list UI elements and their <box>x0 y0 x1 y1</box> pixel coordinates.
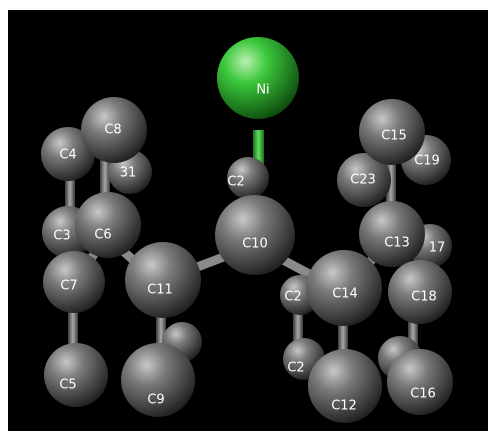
atom-label-c9: C9 <box>147 393 164 408</box>
atom-label-c18: C18 <box>411 290 437 305</box>
atom-c2a[interactable]: C2 <box>227 157 269 199</box>
atom-label-c16: C16 <box>410 387 436 402</box>
atom-label-c19: C19 <box>414 154 440 169</box>
atoms: 31 C4 C19 C23 C2 C8 <box>41 37 453 423</box>
atom-label-c13: C13 <box>384 236 410 251</box>
atom-label-c23: C23 <box>350 173 376 188</box>
bond-c11-c9 <box>156 305 166 365</box>
bond-c8-c6 <box>100 150 110 210</box>
atom-c16[interactable]: C16 <box>387 349 453 415</box>
atom-c18[interactable]: C18 <box>388 260 452 324</box>
atom-c7[interactable]: C7 <box>43 251 105 313</box>
bond-c18-c16 <box>408 300 418 360</box>
bond-c14-c12 <box>338 310 348 370</box>
bond-c15-c13 <box>386 160 396 220</box>
atom-c10[interactable]: C10 <box>215 195 295 275</box>
atom-c23[interactable]: C23 <box>337 153 391 207</box>
atom-c5[interactable]: C5 <box>44 343 108 407</box>
molecule-viewport[interactable]: 31 C4 C19 C23 C2 C8 <box>8 10 488 431</box>
atom-label-c11: C11 <box>147 283 173 298</box>
atom-label-ni: Ni <box>256 83 269 98</box>
bond-c2c-c12 <box>293 310 303 350</box>
atom-label-c6: C6 <box>94 228 111 243</box>
atom-label-c2b: C2 <box>284 290 301 305</box>
atom-label-c2c: C2 <box>287 361 304 376</box>
atom-label-c15: C15 <box>381 129 407 144</box>
atom-label-c4: C4 <box>59 148 76 163</box>
atom-c11[interactable]: C11 <box>125 242 201 318</box>
atom-label-c17: 17 <box>429 241 446 256</box>
bond-c7-c5 <box>68 300 78 360</box>
atom-label-c7: C7 <box>60 279 77 294</box>
atom-ni[interactable]: Ni <box>217 37 299 119</box>
atom-c4[interactable]: C4 <box>41 127 95 181</box>
atom-label-c2a: C2 <box>227 175 244 190</box>
molecule-scene: 31 C4 C19 C23 C2 C8 <box>41 37 453 423</box>
atom-c9[interactable]: C9 <box>121 343 195 417</box>
atom-label-c12: C12 <box>331 399 357 414</box>
atom-c15[interactable]: C15 <box>359 99 425 165</box>
atom-label-c8: C8 <box>104 123 121 138</box>
atom-c12[interactable]: C12 <box>308 349 382 423</box>
atom-label-c10: C10 <box>242 237 268 252</box>
atom-label-c14: C14 <box>332 287 358 302</box>
atom-c6[interactable]: C6 <box>75 192 141 258</box>
bond-c4-c3 <box>65 160 75 220</box>
atom-label-c31: 31 <box>120 166 137 181</box>
atom-c14[interactable]: C14 <box>306 250 382 326</box>
atom-c13[interactable]: C13 <box>359 201 425 267</box>
atom-c8[interactable]: C8 <box>81 97 147 163</box>
atom-label-c5: C5 <box>59 378 76 393</box>
atom-label-c3: C3 <box>53 229 70 244</box>
